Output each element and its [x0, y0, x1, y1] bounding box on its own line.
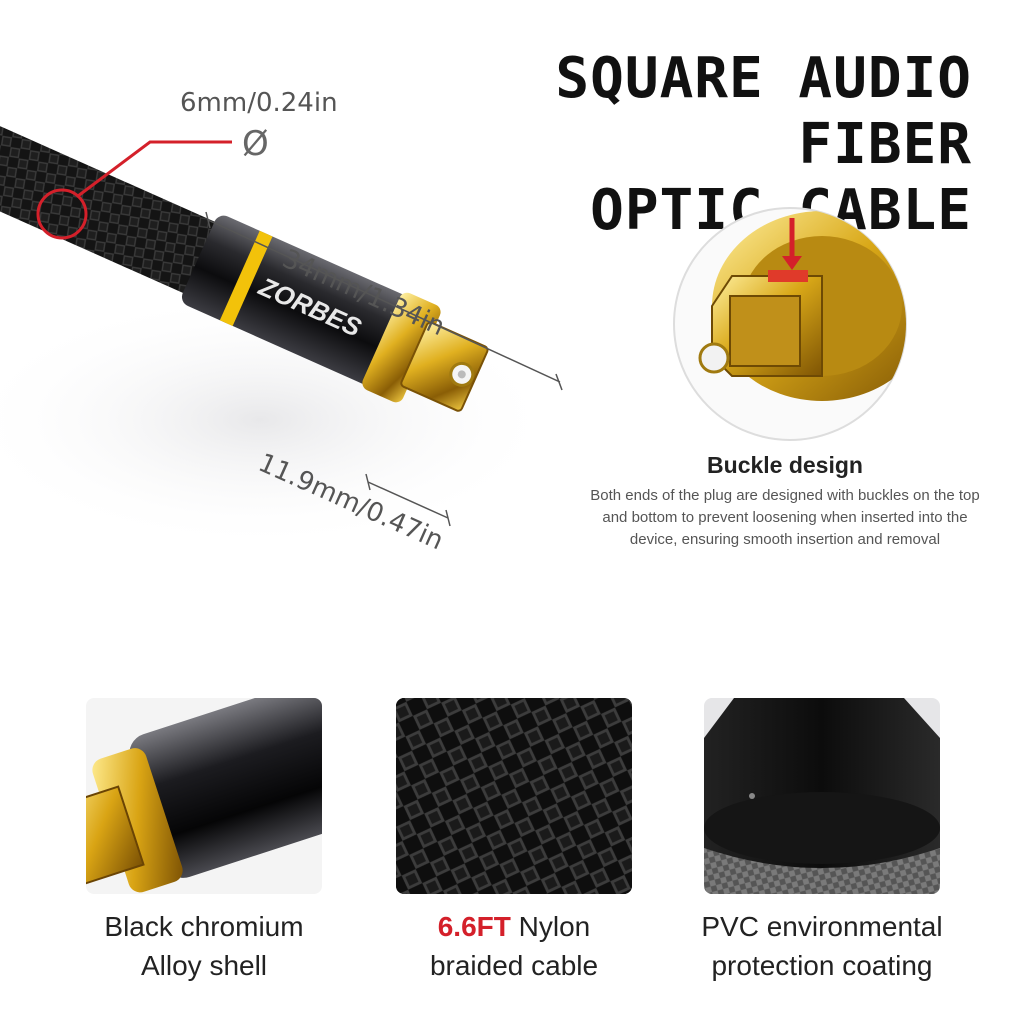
feature-shell-line2: Alloy shell: [140, 950, 268, 981]
page-title: SQUARE AUDIO FIBER OPTIC CABLE: [352, 46, 972, 244]
feature-shell-line1: Black chromium: [104, 911, 304, 942]
feature-caption-shell: Black chromium Alloy shell: [54, 907, 354, 985]
feature-image-shell: [86, 698, 322, 894]
feature-braid-line2: braided cable: [429, 950, 599, 981]
length-dimension-line: [207, 219, 561, 383]
diameter-symbol: Ø: [242, 124, 269, 164]
length-highlight: 6.6FT: [437, 911, 511, 942]
feature-pvc-line1: PVC environmental: [701, 911, 943, 942]
buckle-detail-image: [673, 207, 907, 441]
tip-dimension-line: [367, 481, 449, 519]
feature-caption-pvc: PVC environmental protection coating: [672, 907, 972, 985]
title-line-1: SQUARE AUDIO FIBER: [555, 46, 972, 177]
feature-image-braid: [396, 698, 632, 894]
diameter-label: 6mm/0.24in: [180, 88, 338, 118]
cable-illustration: ZORBES: [0, 107, 563, 550]
braided-cable: [0, 107, 233, 301]
feature-image-pvc: [704, 698, 940, 894]
diameter-callout-line: [77, 140, 232, 198]
diameter-callout-circle: [36, 188, 88, 240]
chrome-shell: [181, 215, 408, 385]
buckle-description: Both ends of the plug are designed with …: [590, 487, 980, 548]
feature-pvc-line2: protection coating: [711, 950, 933, 981]
feature-caption-braid: 6.6FT Nylon braided cable: [364, 907, 664, 985]
feature-braid-line1: Nylon: [510, 911, 591, 942]
buckle-title: Buckle design: [707, 452, 863, 478]
down-arrow-icon: [782, 256, 802, 270]
